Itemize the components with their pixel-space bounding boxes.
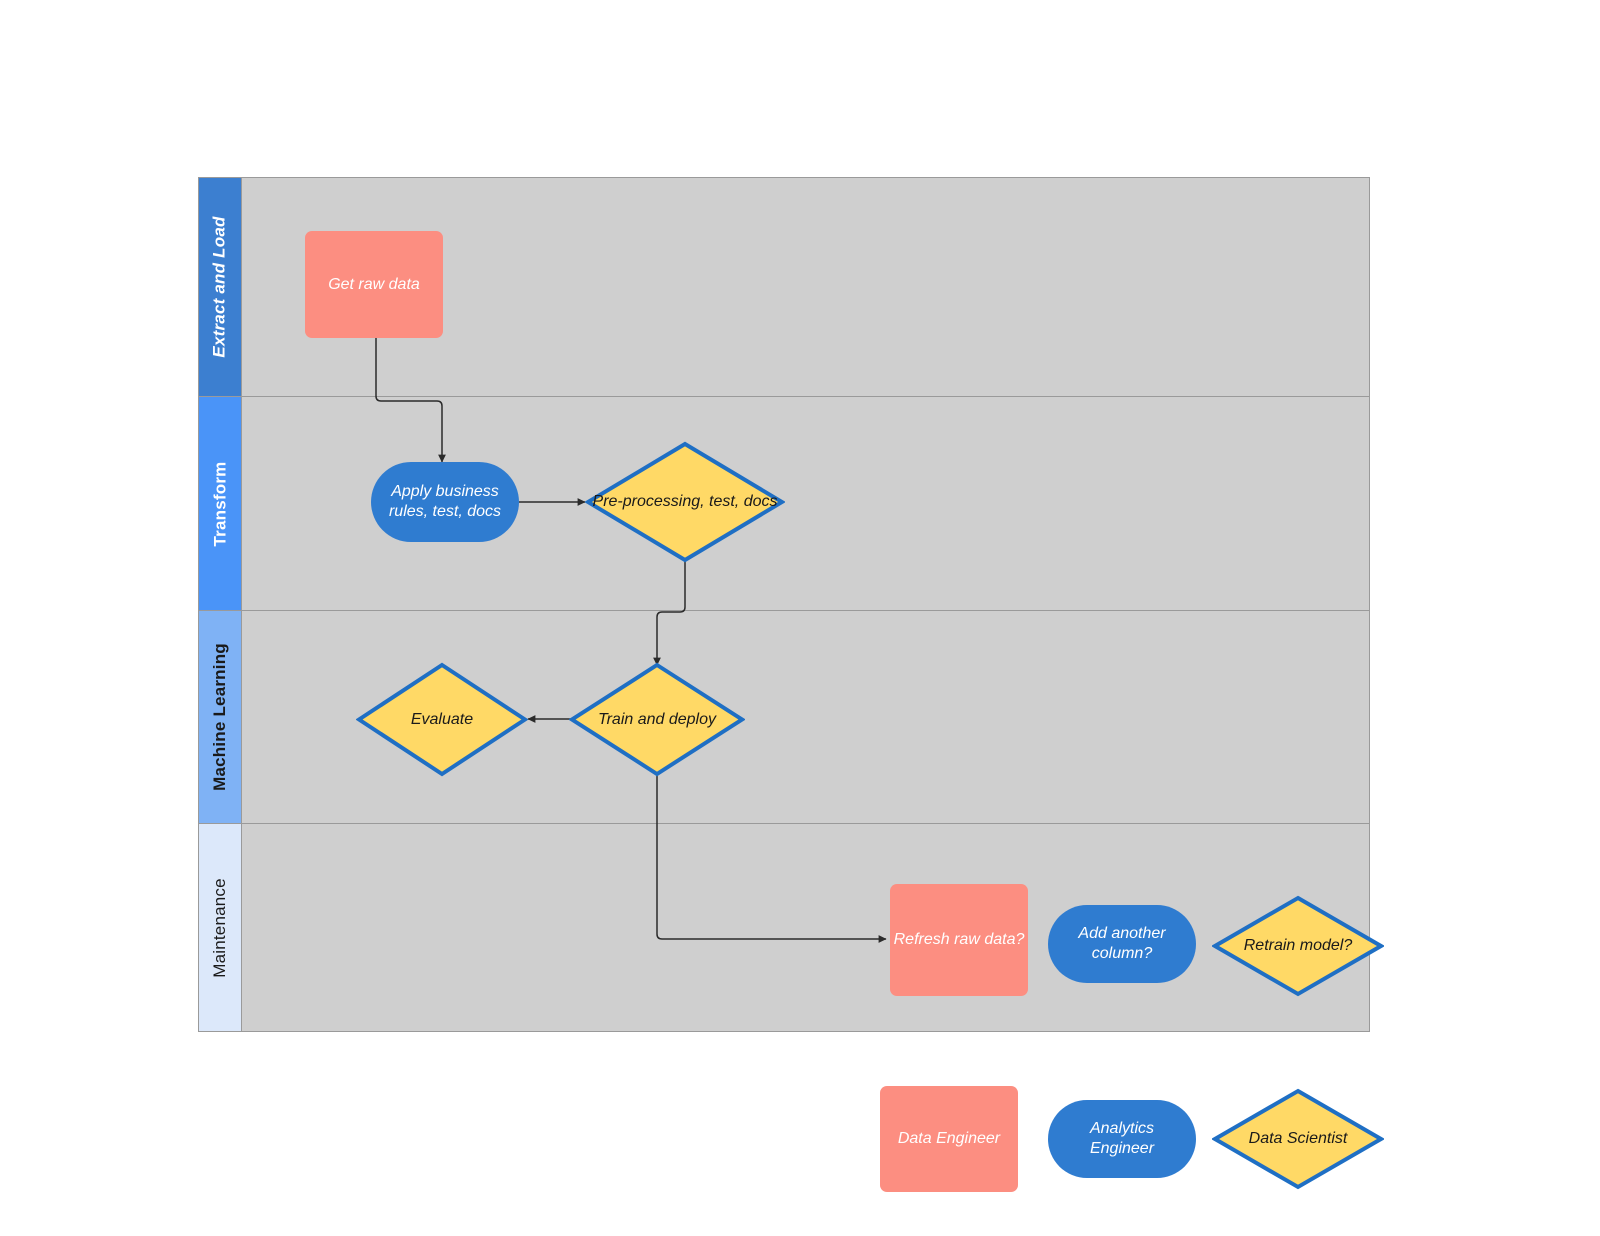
node-train-and-deploy[interactable]: Train and deploy [569,662,745,777]
node-label-train-and-deploy: Train and deploy [598,710,716,728]
node-label-retrain-model: Retrain model? [1243,937,1353,954]
legend-label-data-engineer: Data Engineer [897,1130,1001,1147]
legend-item-analytics-engineer[interactable]: Analytics Engineer [1048,1100,1196,1178]
node-label-get-raw-data: Get raw data [328,275,420,293]
lane-label-extract-and-load: Extract and Load [210,216,229,358]
lane-label-maintenance: Maintenance [210,877,230,978]
lane-body-maintenance [242,824,1369,1031]
diamond-shape-data-scientist [1212,1088,1384,1190]
diamond-shape-evaluate [356,662,528,777]
lane-header-machine-learning[interactable]: Machine Learning [199,611,242,823]
node-pre-processing[interactable]: Pre-processing, test, docs [585,441,785,563]
lane-header-extract-and-load[interactable]: Extract and Load [199,178,242,396]
lane-label-transform: Transform [210,461,229,546]
legend: Data Engineer Analytics Engineer Data Sc… [880,1086,1384,1192]
node-apply-business-rules[interactable]: Apply business rules, test, docs [371,462,519,542]
node-get-raw-data[interactable]: Get raw data [305,231,443,338]
node-label-add-another-column: Add another column? [1078,925,1166,962]
legend-label-analytics-engineer: Analytics Engineer [1089,1120,1155,1157]
lane-header-maintenance[interactable]: Maintenance [199,824,242,1031]
lane-header-transform[interactable]: Transform [199,397,242,610]
node-retrain-model[interactable]: Retrain model? [1212,895,1384,997]
node-evaluate[interactable]: Evaluate [356,662,528,777]
legend-item-data-engineer[interactable]: Data Engineer [880,1086,1018,1192]
node-label-pre-processing: Pre-processing, test, docs [592,493,778,510]
node-label-refresh-raw-data: Refresh raw data? [893,931,1025,948]
node-label-apply-business-rules: Apply business rules, test, docs [388,483,502,520]
node-refresh-raw-data[interactable]: Refresh raw data? [890,884,1028,996]
node-add-another-column[interactable]: Add another column? [1048,905,1196,983]
legend-label-data-scientist: Data Scientist [1248,1130,1348,1147]
node-label-evaluate: Evaluate [410,710,474,728]
legend-item-data-scientist[interactable]: Data Scientist [1212,1088,1384,1190]
lane-label-machine-learning: Machine Learning [210,643,230,791]
diamond-shape-retrain-model [1212,895,1384,997]
